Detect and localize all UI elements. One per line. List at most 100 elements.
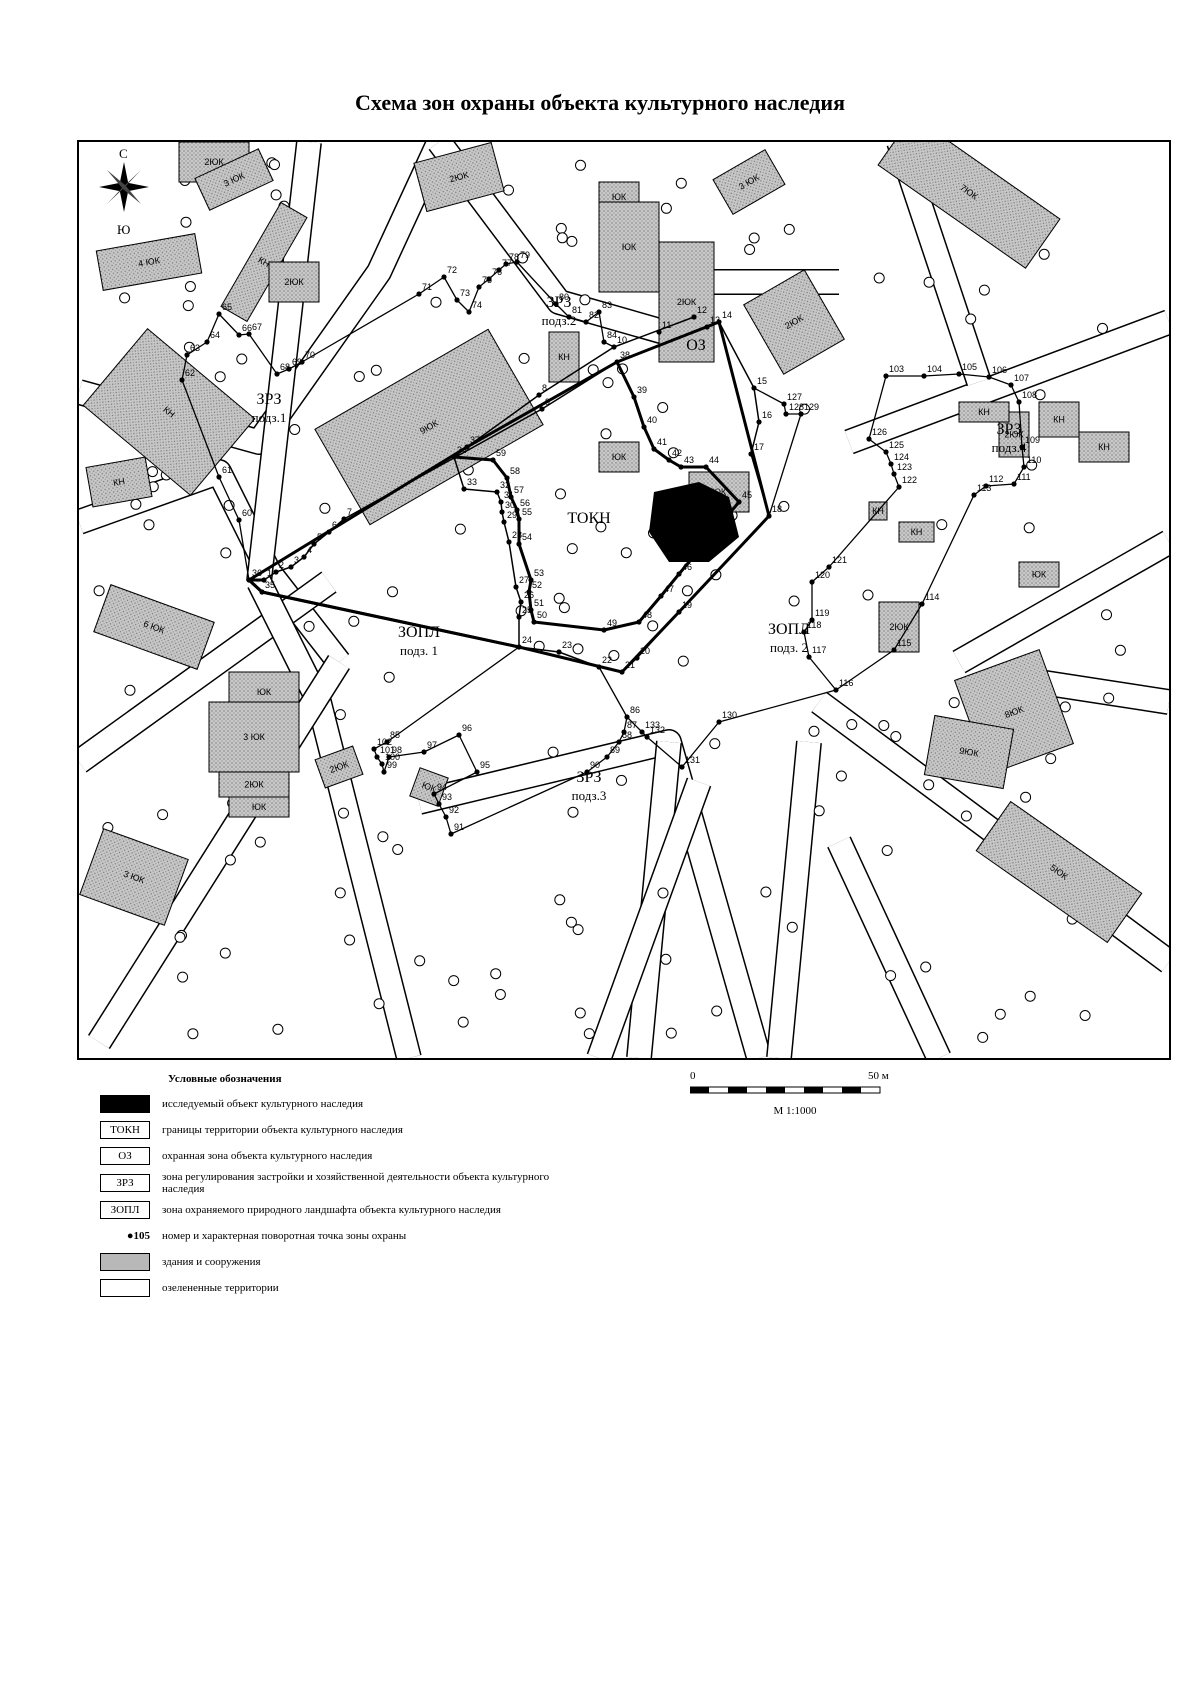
tree-mark: [1038, 248, 1050, 260]
turning-point-label: 35: [265, 580, 275, 590]
building-label: ЮК: [612, 192, 627, 202]
heritage-object: [649, 482, 739, 562]
building: КН: [1078, 431, 1130, 463]
turning-point: [584, 769, 590, 775]
tree-mark: [338, 807, 349, 819]
turning-point-label: 17: [754, 442, 764, 452]
tree-mark: [124, 684, 136, 696]
turning-point-label: 19: [682, 600, 692, 610]
turning-point-label: 36: [252, 568, 262, 578]
turning-point-label: 22: [602, 655, 612, 665]
turning-point: [274, 371, 280, 377]
building: 2ЮК: [878, 601, 920, 653]
turning-point-label: 83: [602, 300, 612, 310]
building: 2ЮК: [314, 745, 364, 789]
turning-point: [716, 319, 722, 325]
tree-mark: [554, 894, 566, 906]
tree-mark: [1020, 791, 1032, 803]
legend-item: озелененные территории: [100, 1277, 660, 1299]
turning-point: [644, 734, 650, 740]
tree-mark: [1024, 990, 1036, 1002]
turning-point-label: 57: [514, 485, 524, 495]
turning-point-label: 61: [222, 465, 232, 475]
turning-point: [748, 451, 754, 457]
tree-mark: [270, 189, 282, 201]
turning-point-label: 62: [185, 368, 195, 378]
tree-mark: [572, 643, 584, 655]
tree-mark: [579, 294, 591, 306]
turning-point: [556, 649, 562, 655]
turning-point: [691, 314, 697, 320]
tree-mark: [344, 934, 356, 946]
turning-point: [379, 761, 385, 767]
scale-ruler: [689, 1086, 881, 1094]
turning-point-label: 92: [449, 805, 459, 815]
compass-south-label: Ю: [117, 222, 130, 237]
tree-mark: [948, 697, 960, 709]
turning-point-label: 48: [642, 610, 652, 620]
legend-symbol: ●105: [126, 1230, 150, 1242]
legend-title: Условные обозначения: [168, 1073, 282, 1085]
tree-mark: [574, 1007, 586, 1019]
tree-mark: [600, 428, 612, 440]
tree-mark: [835, 770, 847, 782]
building-label: КН: [978, 407, 990, 417]
turning-point-label: 18: [772, 504, 782, 514]
turning-point: [806, 654, 812, 660]
tree-mark: [846, 719, 858, 730]
turning-point: [896, 484, 902, 490]
building: 3 ЮК: [79, 828, 189, 926]
building-label: КН: [1098, 442, 1110, 452]
building: ЮК: [1018, 561, 1060, 588]
turning-point-label: 5: [317, 532, 322, 542]
tree-mark: [978, 284, 990, 296]
turning-point-label: 12: [697, 305, 707, 315]
turning-point: [986, 374, 992, 380]
turning-point: [783, 411, 789, 417]
building-label: 4 ЮК: [137, 255, 161, 269]
building-label: ЮК: [421, 780, 439, 795]
tree-mark: [214, 371, 226, 383]
turning-point-label: 91: [454, 822, 464, 832]
legend-symbol: [100, 1279, 150, 1297]
turning-point: [421, 749, 427, 755]
turning-point-label: 38: [620, 350, 630, 360]
tree-mark: [430, 296, 442, 308]
tree-mark: [923, 779, 935, 791]
tree-mark: [494, 989, 506, 1000]
turning-point: [888, 461, 894, 467]
turning-point-label: 3: [294, 555, 299, 565]
tree-mark: [147, 466, 158, 478]
turning-point-label: 55: [522, 507, 532, 517]
tree-mark: [657, 887, 669, 899]
tree-mark: [567, 806, 579, 818]
tree-mark: [236, 353, 248, 365]
turning-point-label: 44: [709, 455, 719, 465]
legend-symbol: ЗРЗ: [100, 1174, 150, 1192]
turning-point-label: 42: [672, 448, 682, 458]
tree-mark: [711, 1005, 723, 1017]
tree-mark: [119, 292, 131, 304]
turning-point-label: 1: [267, 568, 272, 578]
building-label: ЮК: [1032, 570, 1047, 580]
tree-mark: [572, 924, 584, 936]
turning-point: [236, 332, 242, 338]
turning-point-label: 125: [889, 440, 904, 450]
tree-mark: [660, 953, 672, 965]
turning-point-label: 124: [894, 452, 909, 462]
turning-point-label: 113: [977, 483, 991, 493]
turning-point-label: 104: [927, 364, 942, 374]
turning-point-label: 103: [889, 364, 904, 374]
tree-mark: [1026, 459, 1038, 471]
building: КН: [220, 201, 308, 323]
tree-mark: [1034, 389, 1046, 401]
tree-mark: [555, 222, 567, 234]
building-label: 9ЮК: [959, 745, 981, 758]
turning-point: [604, 754, 610, 760]
turning-point-label: 110: [1027, 455, 1041, 465]
turning-point-label: 106: [992, 365, 1007, 375]
turning-point-label: 41: [657, 437, 667, 447]
tree-mark: [1045, 753, 1057, 765]
